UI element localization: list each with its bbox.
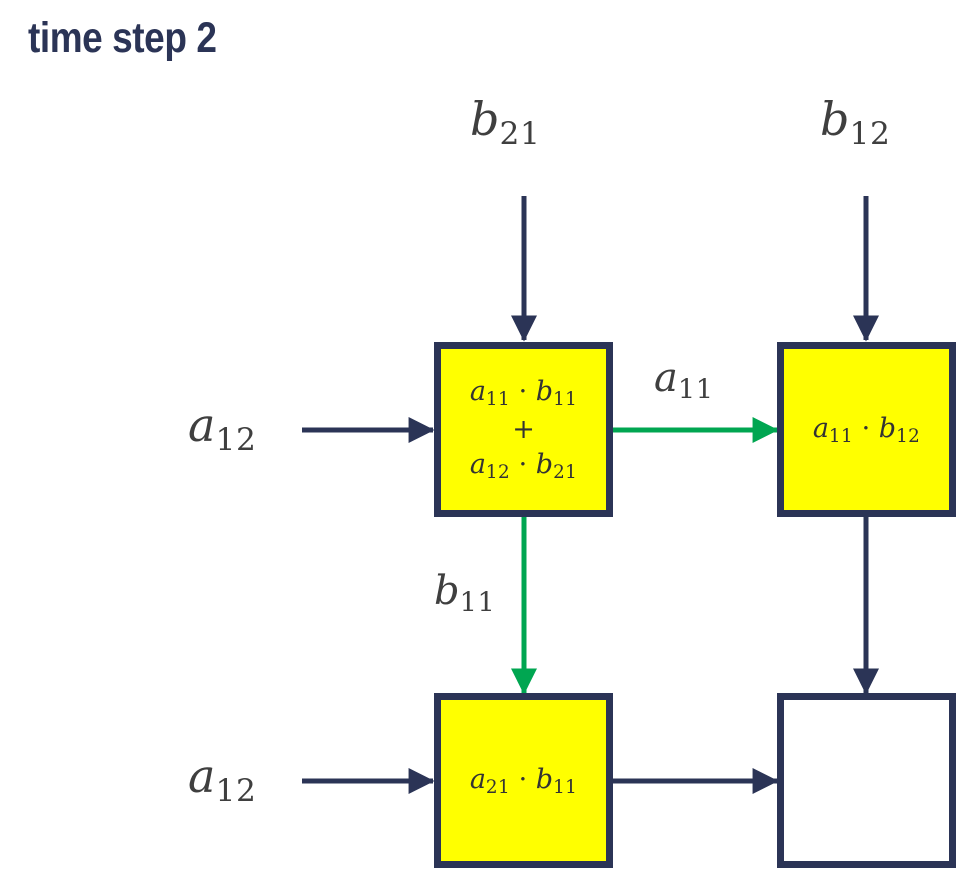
pe-cell-1-0-text: a21 · b11: [470, 762, 577, 800]
pe-cell-1-0-line1: a21 · b11: [469, 763, 578, 798]
input-label-left-bottom: a12: [188, 749, 257, 809]
pe-cell-0-0[interactable]: a11 · b11 + a12 · b21: [434, 342, 613, 517]
pe-cell-1-0[interactable]: a21 · b11: [434, 693, 613, 868]
input-label-top-right: b12: [820, 92, 891, 152]
pe-cell-0-0-line1: a11 · b11: [469, 375, 578, 411]
page-title: time step 2: [28, 14, 217, 62]
pe-cell-0-1-text: a11 · b12: [813, 411, 920, 449]
pe-cell-0-0-line2: +: [512, 413, 535, 445]
edge-label-right-top: a11: [654, 355, 714, 406]
pe-cell-0-1-line1: a11 · b12: [812, 412, 921, 447]
input-label-top-left: b21: [470, 92, 541, 152]
pe-cell-0-0-line3: a12 · b21: [469, 449, 578, 484]
pe-cell-0-1[interactable]: a11 · b12: [777, 342, 956, 517]
edge-label-down-left: b11: [434, 568, 496, 619]
pe-cell-0-0-text: a11 · b11 + a12 · b21: [470, 374, 577, 485]
pe-cell-1-1[interactable]: [777, 693, 956, 868]
input-label-left-top: a12: [188, 398, 257, 458]
